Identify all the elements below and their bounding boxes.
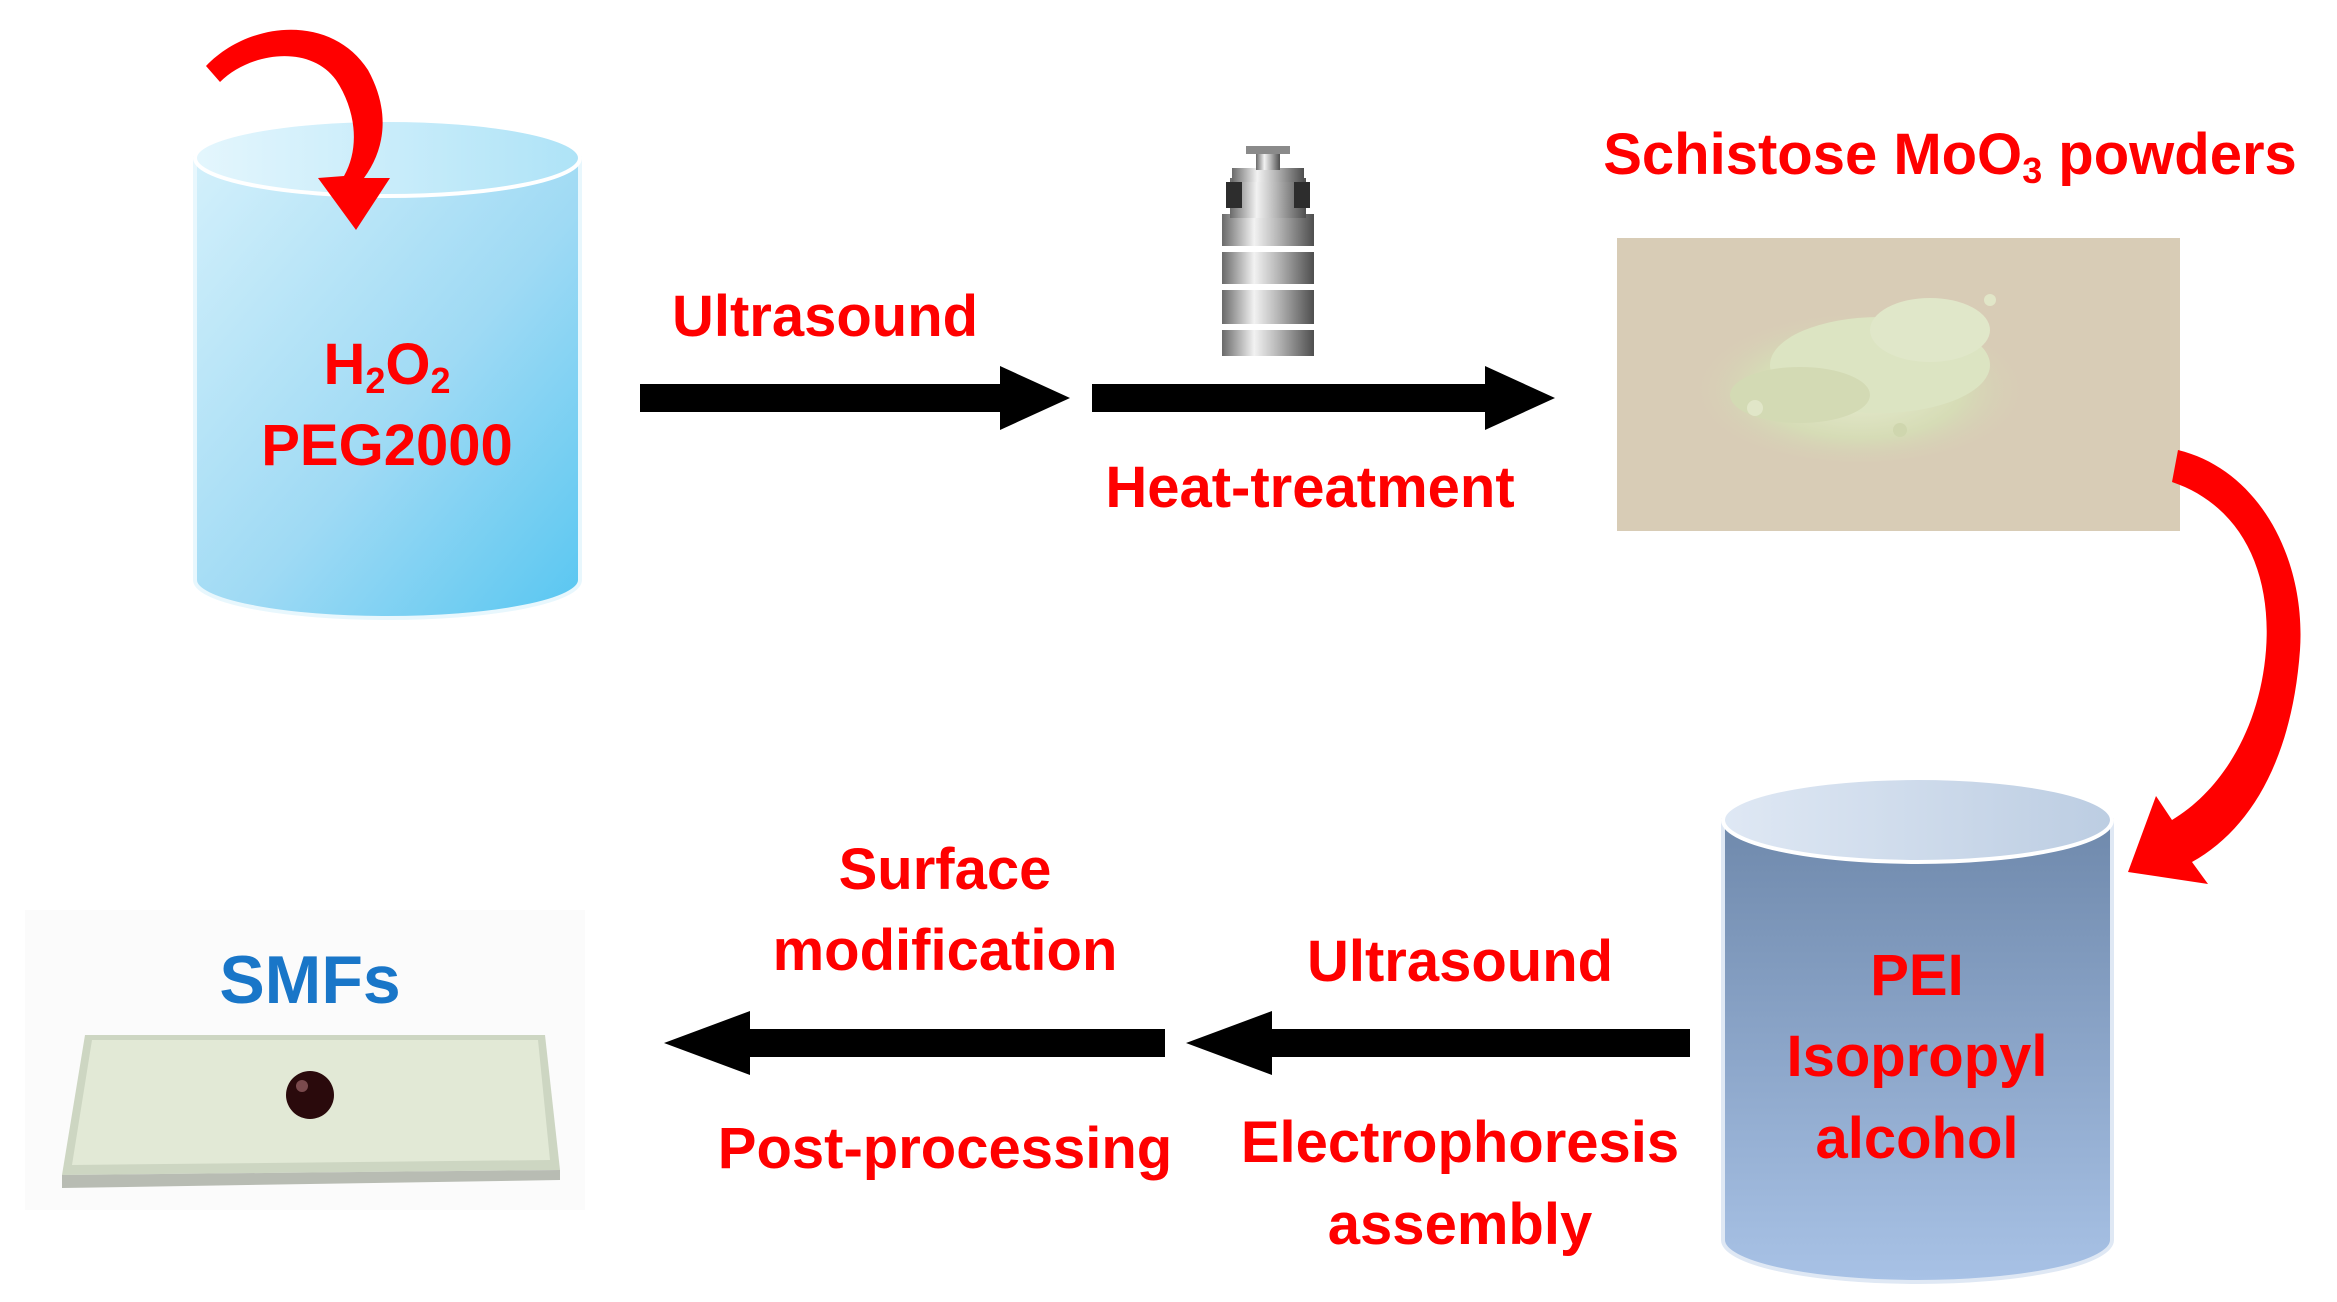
arrow-left-1 [1186,1011,1690,1075]
ultrasound-label-1: Ultrasound [671,284,979,349]
curved-arrow-down-icon [2128,450,2301,884]
curved-arrow-icon [206,29,390,231]
arrow-left-2 [664,1011,1165,1075]
arrow-right-1 [640,366,1070,430]
smfs-label: SMFs [219,942,401,1018]
modification-label: modification [772,918,1118,983]
surface-label: Surface [838,837,1052,902]
beaker2-line1: PEI [1870,943,1964,1008]
smfs-photo [25,910,585,1210]
arrow-right-2 [1092,366,1555,430]
beaker1-peg-label: PEG2000 [261,413,513,478]
beaker-pei-isopropyl [1721,776,2114,1284]
post-processing-label: Post-processing [717,1116,1173,1181]
ultrasound-label-2: Ultrasound [1306,929,1614,994]
beaker2-line3: alcohol [1815,1106,2019,1171]
assembly-label: assembly [1327,1192,1593,1257]
beaker-h2o2-peg [193,118,582,620]
autoclave-icon [1222,146,1314,356]
beaker1-formula: H2O2 [323,332,451,401]
mo3-powder-photo [1617,238,2180,531]
powder-title: Schistose MoO3 powders [1603,122,2297,191]
beaker2-line2: Isopropyl [1786,1024,2048,1089]
heat-treatment-label: Heat-treatment [1105,455,1515,520]
electrophoresis-label: Electrophoresis [1240,1110,1680,1175]
